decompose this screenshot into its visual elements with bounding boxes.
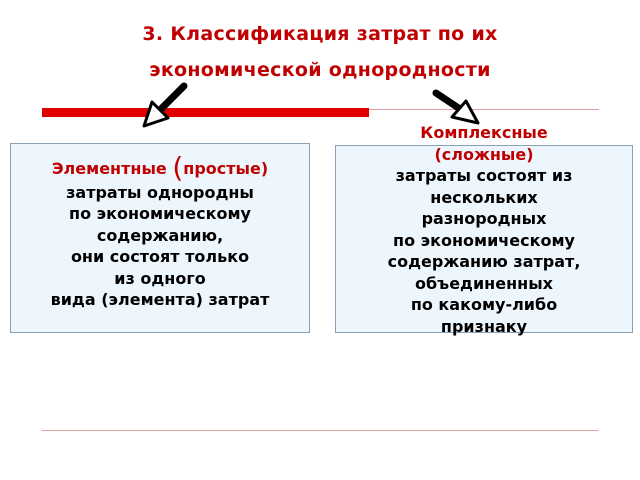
title-underline-thick — [42, 108, 369, 117]
elementary-text-line: затраты однородны — [66, 182, 254, 202]
complex-text-line: содержанию затрат, — [387, 252, 581, 271]
title-underline-thin — [369, 109, 599, 110]
bottom-divider — [42, 430, 598, 431]
complex-text-line: объединенных — [415, 273, 553, 293]
elementary-costs-text: Элементные (простые) затраты однородны п… — [10, 154, 310, 311]
slide-title: 3. Классификация затрат по их экономичес… — [0, 16, 640, 88]
complex-text-line: затраты состоят из — [395, 166, 573, 185]
arrow-down-left-icon — [142, 82, 188, 128]
complex-costs-box — [335, 145, 633, 333]
elementary-heading-paren: ( — [172, 151, 184, 184]
complex-costs-text: Комплексные (сложные) затраты состоят из… — [335, 122, 633, 337]
elementary-text-line: вида (элемента) затрат — [50, 290, 270, 309]
elementary-costs-heading: Элементные (простые) — [10, 154, 310, 182]
elementary-heading-word: Элементные — [51, 159, 167, 178]
arrow-down-right-icon — [432, 89, 480, 125]
title-line-2: экономической однородности — [149, 59, 491, 81]
complex-text-line: по экономическому — [393, 230, 575, 250]
complex-text-line: по какому-либо — [410, 295, 558, 314]
complex-text-line: признаку — [440, 316, 528, 336]
complex-heading-line-1: Комплексные — [420, 123, 548, 142]
complex-text-line: нескольких — [430, 187, 538, 207]
elementary-costs-box — [10, 143, 310, 333]
elementary-text-line: из одного — [114, 268, 206, 288]
complex-heading-line-2: (сложные) — [434, 144, 534, 164]
complex-text-line: разнородных — [421, 209, 547, 228]
elementary-text-line: содержанию, — [96, 225, 224, 245]
elementary-text-line: они состоят только — [70, 247, 250, 266]
elementary-text-line: по экономическому — [69, 204, 251, 223]
elementary-heading-rest: простые) — [183, 159, 269, 178]
title-line-1: 3. Классификация затрат по их — [142, 23, 498, 45]
